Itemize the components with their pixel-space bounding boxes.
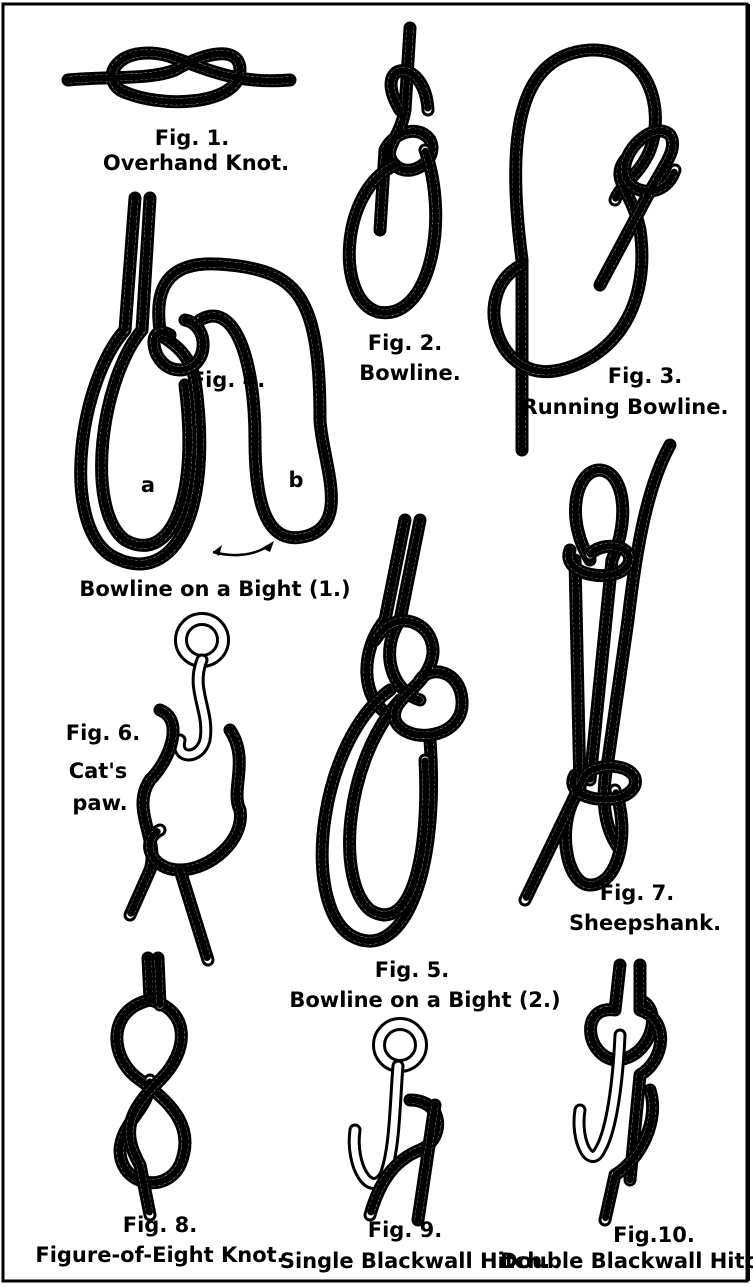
fig4-loop-b: b: [288, 468, 303, 492]
fig6-name-line2: paw.: [72, 791, 127, 815]
fig3-number: Fig. 3.: [608, 364, 682, 388]
fig9-single-blackwall-drawing: [354, 1024, 437, 1220]
fig3-running-bowline-drawing: [494, 50, 675, 450]
rope-strand: [180, 870, 208, 960]
fig7-sheepshank-drawing: [525, 445, 670, 900]
right-edge-strip: [746, 4, 750, 1281]
rope-strand: [516, 50, 656, 450]
rope-strand: [158, 958, 160, 1005]
fig9-number: Fig. 9.: [368, 1218, 442, 1242]
fig10-number: Fig.10.: [613, 1223, 695, 1247]
fig1-overhand-knot-drawing: [68, 53, 290, 102]
fig8-name: Figure-of-Eight Knot.: [35, 1243, 284, 1267]
fig3-name: Running Bowline.: [522, 395, 729, 419]
fig2-number: Fig. 2.: [368, 331, 442, 355]
fig10-double-blackwall-drawing: [579, 965, 661, 1220]
rope-strand: [68, 53, 290, 102]
fig1-number: Fig. 1.: [155, 126, 229, 150]
fig6-name-line1: Cat's: [69, 759, 128, 783]
rope-strand: [516, 50, 656, 450]
fig4-loop-a: a: [141, 473, 155, 497]
fig4-number: Fig. 4.: [191, 368, 265, 392]
fig8-number: Fig. 8.: [123, 1213, 197, 1237]
fig6-cats-paw-drawing: [130, 619, 240, 960]
rope-strand: [516, 50, 656, 450]
fig10-name: Double Blackwall Hitch.: [500, 1249, 753, 1273]
fig4-name: Bowline on a Bight (1.): [79, 577, 350, 601]
fig8-figure-eight-drawing: [117, 958, 185, 1215]
rope-strand: [349, 150, 435, 313]
fig1-name: Overhand Knot.: [103, 151, 289, 175]
fig4-arrow-tail: [262, 541, 274, 552]
fig5-name: Bowline on a Bight (2.): [289, 988, 560, 1012]
fig7-number: Fig. 7.: [600, 881, 674, 905]
fig2-bowline-drawing: [349, 28, 435, 313]
fig2-name: Bowline.: [359, 361, 460, 385]
fig7-name: Sheepshank.: [569, 911, 721, 935]
fig6-number: Fig. 6.: [66, 721, 140, 745]
fig5-number: Fig. 5.: [375, 958, 449, 982]
